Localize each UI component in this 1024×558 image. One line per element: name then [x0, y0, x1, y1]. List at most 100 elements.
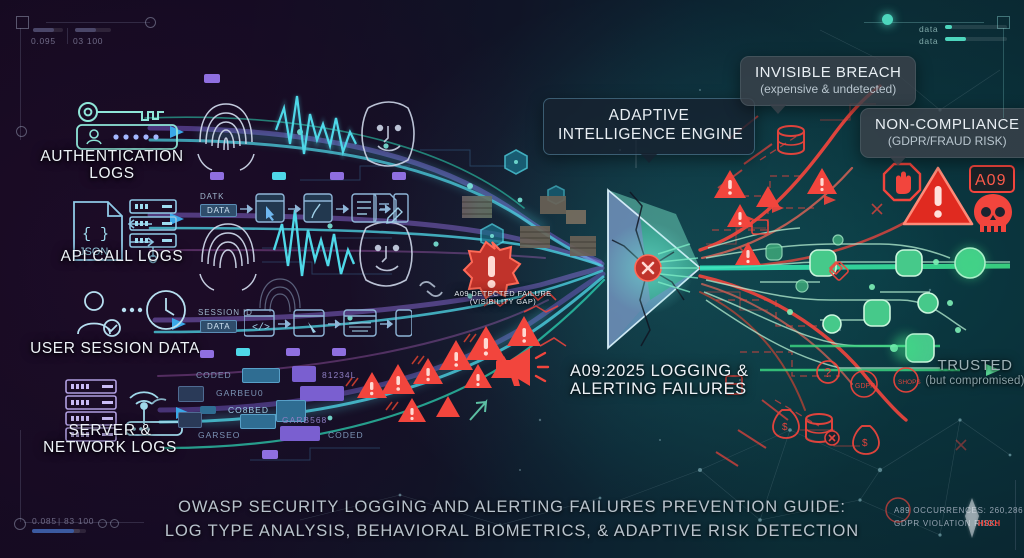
garbled-token: CODED [196, 370, 232, 380]
hud-bottom-left-value-b: 83 100 [64, 516, 95, 526]
database-icon [805, 413, 840, 446]
prism-shape [602, 188, 702, 350]
stat-gdpr-label: GDPR VIOLATION RISK: [894, 519, 999, 528]
garbled-token: CODED [328, 430, 364, 440]
server-rack-icon [129, 199, 177, 264]
marker-swatch [200, 350, 214, 358]
garbled-token: 81234L [322, 370, 357, 380]
source-label-user-session-data: USER SESSION DATA [30, 340, 200, 357]
hud-endpoint-dot [16, 126, 27, 137]
a09-detected-failure-label: A09 DETECTED FAILURE(VISIBILITY GAP) [454, 289, 552, 307]
hud-data-label-2: data [919, 36, 939, 46]
warning-triangle-icon [357, 316, 541, 422]
data-swatch [292, 366, 316, 382]
hud-tick-dot [98, 519, 107, 528]
hud-mini-bar [56, 529, 86, 533]
data-swatch [300, 386, 344, 401]
password-field-icon [76, 124, 178, 150]
caption-line-2: LOG TYPE ANALYSIS, BEHAVIORAL BIOMETRICS… [164, 522, 860, 541]
callout-invisible-breach[interactable]: INVISIBLE BREACH (expensive & undetected… [740, 56, 917, 114]
engine-line-1: ADAPTIVE [608, 107, 690, 124]
source-label-api-call-logs: API CALL LOGS [60, 248, 184, 265]
source-label-server-network-logs: SERVER & NETWORK LOGS [43, 422, 177, 457]
svg-text:$: $ [862, 438, 868, 449]
a09-code-badge: A09 [969, 165, 1015, 193]
edit-document-icon [373, 193, 403, 224]
money-bag-icon: $ [852, 425, 880, 455]
marker-swatch [332, 348, 346, 356]
hud-slider-track[interactable] [46, 22, 150, 23]
marker-swatch [330, 172, 344, 180]
marker-swatch [272, 172, 286, 180]
garbled-token: GARB568 [282, 415, 328, 425]
hud-baseline [24, 522, 144, 523]
megaphone-icon [496, 348, 550, 386]
hud-mini-bar [33, 28, 63, 32]
hud-round-handle[interactable] [882, 14, 893, 25]
stat-gdpr-value: HIGH [978, 519, 1001, 528]
server-stack-icon [65, 379, 117, 442]
caption-block: OWASP SECURITY LOGGING AND ALERTING FAIL… [0, 496, 1024, 544]
pipeline-tag-session-id: SESSION ID [198, 308, 253, 317]
json-file-icon: { } JSON [73, 201, 155, 261]
svg-text:$: $ [782, 422, 788, 433]
hud-tick-dot [110, 519, 119, 528]
stat-occurrences: A89 OCCURRENCES: 260,286 [894, 506, 1024, 515]
hud-data-label-1: data [919, 24, 939, 34]
callout-adaptive-intelligence-engine[interactable]: ADAPTIVE INTELLIGENCE ENGINE [543, 98, 755, 163]
hud-square-handle[interactable] [997, 16, 1010, 29]
hud-vertical-rule [1003, 28, 1004, 118]
waveform-icon [273, 95, 359, 162]
key-icon [78, 102, 164, 122]
data-swatch [276, 400, 306, 422]
risk-badge-group: A09 [882, 162, 1015, 232]
marker-swatch [204, 74, 220, 83]
face-id-icon [361, 101, 415, 167]
stop-hand-icon [882, 162, 922, 202]
marker-swatch [210, 172, 224, 180]
garbled-token: GARBEU0 [216, 388, 264, 398]
pipeline-chip-data-api: DATA [200, 204, 238, 217]
hud-vertical-rule [20, 28, 21, 140]
svg-text:{ }: { } [82, 226, 109, 243]
face-id-icon [359, 221, 413, 287]
data-swatch [240, 414, 276, 429]
data-swatch [178, 412, 202, 428]
callout-non-compliance[interactable]: NON-COMPLIANCE (GDPR/FRAUD RISK) [860, 108, 1024, 166]
hud-data-bar-1 [945, 25, 1007, 29]
hud-vertical-rule [20, 430, 21, 522]
fingerprint-icon [259, 278, 301, 313]
data-swatch [178, 386, 204, 402]
hud-square-handle[interactable] [16, 16, 29, 29]
pipeline-chip-data-session: DATA [200, 320, 238, 333]
hud-divider [67, 28, 68, 44]
hud-data-bar-2 [945, 37, 1007, 41]
marker-swatch [262, 450, 278, 459]
hud-top-left-value-b: 03 100 [73, 36, 104, 46]
warning-triangle-icon [902, 166, 974, 226]
hud-endpoint-dot [14, 518, 26, 530]
invisible-breach-title: INVISIBLE BREACH [755, 64, 902, 81]
hud-vertical-rule [1015, 480, 1016, 550]
trusted-outcome-label: TRUSTED (but compromised) [925, 357, 1024, 387]
wifi-router-icon [125, 391, 183, 436]
session-pipeline-steps: </> [244, 309, 412, 337]
svg-text:</>: </> [252, 322, 270, 334]
data-swatch [242, 368, 280, 383]
svg-text:GDPR: GDPR [855, 383, 875, 390]
database-icon [777, 125, 805, 155]
money-bag-icon: $ [772, 409, 800, 439]
data-swatch [200, 406, 216, 414]
marker-swatch [236, 348, 250, 356]
non-compliance-title: NON-COMPLIANCE [875, 116, 1020, 133]
marker-swatch [392, 172, 406, 180]
caption-line-1: OWASP SECURITY LOGGING AND ALERTING FAIL… [178, 498, 846, 517]
hud-slider-track[interactable] [864, 22, 984, 23]
hud-bottom-left-separator: | [58, 516, 61, 526]
user-check-icon [77, 290, 186, 337]
non-compliance-subtitle: (GDPR/FRAUD RISK) [887, 134, 1007, 148]
pipeline-tag-datk: DATK [200, 192, 225, 201]
hud-round-handle[interactable] [145, 17, 156, 28]
svg-text:JSON: JSON [79, 246, 108, 258]
marker-swatch [286, 348, 300, 356]
